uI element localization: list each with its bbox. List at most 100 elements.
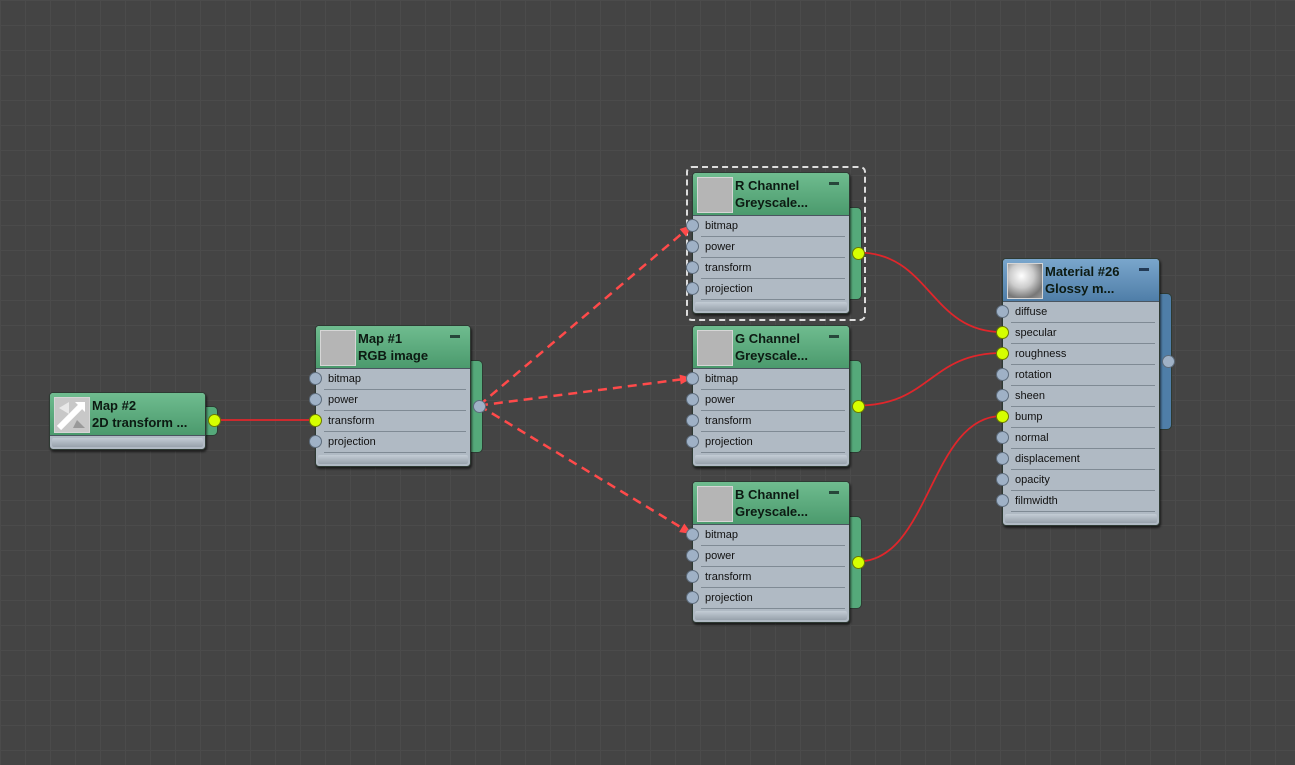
wire-bch-mat bbox=[857, 415, 1003, 563]
thumbnail bbox=[697, 486, 733, 522]
slot-power[interactable]: power bbox=[701, 546, 845, 567]
input-port-displacement[interactable] bbox=[996, 452, 1009, 465]
input-port-power[interactable] bbox=[686, 393, 699, 406]
minimize-button[interactable] bbox=[450, 335, 460, 338]
input-port-bitmap[interactable] bbox=[686, 372, 699, 385]
input-port-rotation[interactable] bbox=[996, 368, 1009, 381]
slot-transform[interactable]: transform bbox=[324, 411, 466, 432]
node-subtitle: RGB image bbox=[358, 348, 429, 363]
slot-power[interactable]: power bbox=[701, 237, 845, 258]
resize-grip[interactable] bbox=[1005, 514, 1157, 523]
slot-opacity[interactable]: opacity bbox=[1011, 470, 1155, 491]
input-port-bump[interactable] bbox=[996, 410, 1009, 423]
slot-projection[interactable]: projection bbox=[701, 588, 845, 609]
slot-normal[interactable]: normal bbox=[1011, 428, 1155, 449]
resize-grip[interactable] bbox=[318, 455, 468, 464]
slot-transform[interactable]: transform bbox=[701, 258, 845, 279]
input-port-projection[interactable] bbox=[686, 282, 699, 295]
slot-label: diffuse bbox=[1015, 306, 1048, 318]
input-port-power[interactable] bbox=[686, 549, 699, 562]
output-port[interactable] bbox=[852, 399, 865, 413]
input-port-opacity[interactable] bbox=[996, 473, 1009, 486]
input-port-power[interactable] bbox=[686, 240, 699, 253]
slot-projection[interactable]: projection bbox=[701, 279, 845, 300]
input-port-power[interactable] bbox=[309, 393, 322, 406]
resize-grip[interactable] bbox=[695, 611, 847, 620]
resize-grip[interactable] bbox=[52, 438, 203, 447]
input-port-bitmap[interactable] bbox=[686, 219, 699, 232]
input-port-transform[interactable] bbox=[686, 261, 699, 274]
input-port-diffuse[interactable] bbox=[996, 305, 1009, 318]
input-port-specular[interactable] bbox=[996, 326, 1009, 339]
minimize-button[interactable] bbox=[1139, 268, 1149, 271]
input-port-filmwidth[interactable] bbox=[996, 494, 1009, 507]
slot-bitmap[interactable]: bitmap bbox=[701, 216, 845, 237]
slot-projection[interactable]: projection bbox=[324, 432, 466, 453]
output-port[interactable] bbox=[852, 246, 865, 260]
slot-filmwidth[interactable]: filmwidth bbox=[1011, 491, 1155, 512]
slot-projection[interactable]: projection bbox=[701, 432, 845, 453]
slot-label: transform bbox=[705, 571, 752, 583]
input-port-transform[interactable] bbox=[686, 570, 699, 583]
thumbnail bbox=[320, 330, 356, 366]
slot-sheen[interactable]: sheen bbox=[1011, 386, 1155, 407]
slot-label: projection bbox=[705, 592, 753, 604]
slot-label: power bbox=[705, 394, 735, 406]
node-title: B Channel bbox=[735, 487, 800, 502]
node-title: R Channel bbox=[735, 178, 800, 193]
minimize-button[interactable] bbox=[829, 491, 839, 494]
slot-transform[interactable]: transform bbox=[701, 411, 845, 432]
output-port[interactable] bbox=[1162, 354, 1175, 368]
slot-label: rotation bbox=[1015, 369, 1052, 381]
minimize-button[interactable] bbox=[829, 335, 839, 338]
slot-displacement[interactable]: displacement bbox=[1011, 449, 1155, 470]
node-title: G Channel bbox=[735, 331, 801, 346]
output-port[interactable] bbox=[208, 414, 221, 427]
slot-label: power bbox=[705, 550, 735, 562]
minimize-button[interactable] bbox=[829, 182, 839, 185]
slot-label: transform bbox=[705, 262, 752, 274]
slot-bitmap[interactable]: bitmap bbox=[701, 525, 845, 546]
slot-specular[interactable]: specular bbox=[1011, 323, 1155, 344]
slot-transform[interactable]: transform bbox=[701, 567, 845, 588]
slot-bitmap[interactable]: bitmap bbox=[324, 369, 466, 390]
slot-label: opacity bbox=[1015, 474, 1050, 486]
input-port-projection[interactable] bbox=[686, 591, 699, 604]
slot-power[interactable]: power bbox=[324, 390, 466, 411]
node-subtitle: Greyscale... bbox=[735, 348, 808, 363]
slot-bitmap[interactable]: bitmap bbox=[701, 369, 845, 390]
output-port[interactable] bbox=[473, 399, 486, 413]
resize-grip[interactable] bbox=[695, 302, 847, 311]
slot-bump[interactable]: bump bbox=[1011, 407, 1155, 428]
input-port-transform[interactable] bbox=[686, 414, 699, 427]
input-port-projection[interactable] bbox=[309, 435, 322, 448]
input-port-projection[interactable] bbox=[686, 435, 699, 448]
slot-diffuse[interactable]: diffuse bbox=[1011, 302, 1155, 323]
slot-roughness[interactable]: roughness bbox=[1011, 344, 1155, 365]
input-port-bitmap[interactable] bbox=[686, 528, 699, 541]
input-port-transform[interactable] bbox=[309, 414, 322, 427]
slot-power[interactable]: power bbox=[701, 390, 845, 411]
input-port-bitmap[interactable] bbox=[309, 372, 322, 385]
input-port-normal[interactable] bbox=[996, 431, 1009, 444]
slot-label: bitmap bbox=[705, 529, 739, 541]
resize-grip[interactable] bbox=[695, 455, 847, 464]
slot-label: transform bbox=[705, 415, 752, 427]
slot-label: power bbox=[328, 394, 358, 406]
input-port-sheen[interactable] bbox=[996, 389, 1009, 402]
output-port[interactable] bbox=[852, 555, 865, 569]
slot-rotation[interactable]: rotation bbox=[1011, 365, 1155, 386]
input-port-roughness[interactable] bbox=[996, 347, 1009, 360]
